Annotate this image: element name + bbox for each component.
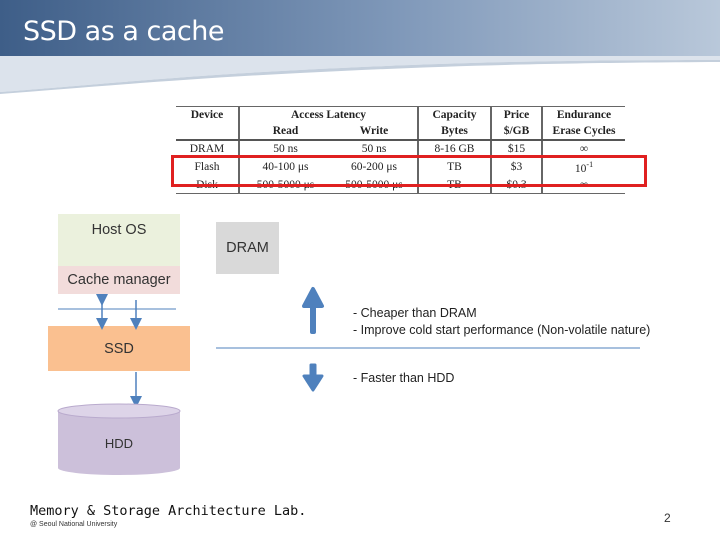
endurance-base: 10 bbox=[574, 162, 587, 175]
table-header-row-top: Device Access Latency Capacity Price End… bbox=[176, 106, 625, 123]
table-header-empty bbox=[176, 123, 239, 141]
host-os-box: Host OS bbox=[58, 214, 180, 266]
table-header: $/GB bbox=[490, 123, 542, 141]
cell-read: 50 ns bbox=[238, 140, 331, 157]
arrow-down-icon bbox=[302, 363, 324, 392]
footer-copyright: @ Seoul National University bbox=[30, 521, 118, 528]
slide-title: SSD as a cache bbox=[23, 16, 224, 47]
hdd-label: HDD bbox=[104, 436, 134, 451]
cell-capacity: 8-16 GB bbox=[417, 140, 491, 157]
cell-write: 50 ns bbox=[361, 143, 387, 155]
host-os-label: Host OS bbox=[91, 222, 147, 238]
endurance-exponent: -1 bbox=[586, 160, 594, 169]
cell-price: $3 bbox=[490, 157, 542, 177]
table-header: Device bbox=[190, 109, 224, 121]
table-row: DRAM 50 ns 50 ns 8-16 GB $15 ∞ bbox=[176, 140, 625, 157]
page-number: 2 bbox=[664, 511, 671, 525]
cell-read: 40-100 μs bbox=[238, 157, 331, 177]
bullet-cheaper: - Cheaper than DRAM bbox=[353, 306, 477, 320]
table-header: Write bbox=[331, 123, 418, 141]
ssd-box: SSD bbox=[48, 326, 190, 371]
table-header: Bytes bbox=[417, 123, 491, 141]
table-header: Price bbox=[490, 106, 542, 123]
cell-device: DRAM bbox=[189, 143, 225, 155]
cache-manager-label: Cache manager bbox=[67, 272, 171, 288]
title-bar: SSD as a cache bbox=[0, 0, 720, 56]
arrow-up-icon bbox=[302, 287, 324, 334]
dram-box: DRAM bbox=[216, 222, 279, 274]
cell-device: Flash bbox=[194, 160, 220, 173]
cell-capacity: TB bbox=[417, 157, 491, 177]
table-header: Read bbox=[238, 123, 331, 141]
table-header-row-bottom: Read Write Bytes $/GB Erase Cycles bbox=[176, 123, 625, 141]
title-swoosh bbox=[0, 56, 720, 94]
table-header: Capacity bbox=[417, 106, 491, 123]
bullet-faster: - Faster than HDD bbox=[353, 371, 455, 385]
ssd-label: SSD bbox=[104, 340, 134, 357]
table-header: Endurance bbox=[541, 106, 625, 123]
table-header: Erase Cycles bbox=[541, 123, 625, 141]
cache-manager-box: Cache manager bbox=[58, 266, 180, 294]
footer-lab-name: Memory & Storage Architecture Lab. bbox=[30, 503, 307, 519]
flash-row-highlight bbox=[171, 155, 647, 187]
bullet-cold-start: - Improve cold start performance (Non-vo… bbox=[353, 323, 651, 337]
cell-write: 60-200 μs bbox=[350, 160, 398, 173]
table-row: Flash 40-100 μs 60-200 μs TB $3 10-1 bbox=[176, 157, 625, 177]
cell-price: $15 bbox=[490, 140, 542, 157]
cell-endurance: ∞ bbox=[541, 140, 625, 157]
dram-label: DRAM bbox=[226, 240, 269, 256]
cell-endurance: 10-1 bbox=[541, 157, 625, 177]
device-comparison-table: Device Access Latency Capacity Price End… bbox=[176, 106, 625, 194]
table-header: Access Latency bbox=[238, 106, 418, 123]
